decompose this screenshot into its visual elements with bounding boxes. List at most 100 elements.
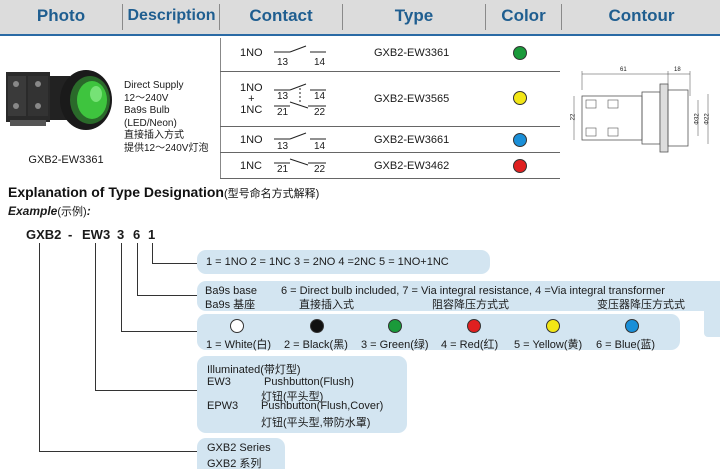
color-swatch-blue xyxy=(625,319,639,333)
example-text: Example xyxy=(8,204,58,218)
nc-contact-symbol xyxy=(274,155,326,175)
header-divider xyxy=(342,4,343,30)
leader-line xyxy=(137,243,138,295)
header-divider xyxy=(561,4,562,30)
leader-line xyxy=(137,295,197,296)
header-color: Color xyxy=(501,6,546,25)
color-swatch-black xyxy=(310,319,324,333)
contour-drawing: 61 18 22 Φ32 Φ22 xyxy=(568,66,718,166)
row-divider xyxy=(220,178,560,179)
row-divider xyxy=(220,152,560,153)
leader-line xyxy=(121,331,197,332)
code-dash: - xyxy=(68,227,73,242)
terminal-number: 22 xyxy=(314,107,326,118)
contact-label: 1NC xyxy=(240,160,263,172)
example-colon: : xyxy=(86,204,91,218)
header-underline xyxy=(0,34,720,36)
terminal-number: 21 xyxy=(277,107,289,118)
table-left-border xyxy=(220,38,221,178)
header-type: Type xyxy=(394,6,434,25)
base-code-box xyxy=(197,281,720,311)
designation-title-cn: (型号命名方式解释) xyxy=(223,188,320,200)
base-code-line1b: 6 = Direct bulb included, 7 = Via integr… xyxy=(281,285,665,297)
example-label: Example(示例): xyxy=(8,203,91,219)
base-code-line2a: Ba9s 基座 xyxy=(205,299,256,311)
leader-line xyxy=(152,263,197,264)
color-dot-red xyxy=(513,159,527,173)
leader-line xyxy=(95,390,197,391)
header-divider xyxy=(122,4,123,30)
code-part-series: GXB2 xyxy=(26,227,62,242)
series-code-box xyxy=(197,438,285,469)
description-line: Ba9s Bulb xyxy=(124,105,170,116)
leader-line xyxy=(39,243,40,451)
designation-title-text: Explanation of Type Designation xyxy=(8,184,224,200)
header-description: Description xyxy=(127,7,216,24)
terminal-number: 22 xyxy=(314,164,326,175)
example-cn: (示例) xyxy=(57,206,87,218)
terminal-number: 14 xyxy=(314,57,326,68)
illuminated-desc-epw3-cn: 灯钮(平头型,带防水罩) xyxy=(261,417,371,429)
leader-line xyxy=(39,451,197,452)
leader-line xyxy=(121,243,122,331)
color-swatch-yellow xyxy=(546,319,560,333)
designation-title: Explanation of Type Designation(型号命名方式解释… xyxy=(8,184,319,201)
dimension-label: Φ32 xyxy=(694,113,701,125)
dimension-label: 22 xyxy=(570,113,577,121)
illuminated-desc-ew3-cn: 灯钮(平头型) xyxy=(261,391,324,403)
color-code-label: 5 = Yellow(黄) xyxy=(514,339,583,351)
terminal-number: 21 xyxy=(277,164,289,175)
color-swatch-red xyxy=(467,319,481,333)
contact-code-text: 1 = 1NO 2 = 1NC 3 = 2NO 4 =2NC 5 = 1NO+1… xyxy=(206,256,449,268)
row-divider xyxy=(220,71,560,72)
color-dot-blue xyxy=(513,133,527,147)
series-name: GXB2 Series xyxy=(207,442,271,454)
color-code-label: 3 = Green(绿) xyxy=(361,339,429,351)
header-divider xyxy=(219,4,220,30)
description-line: 12～240V xyxy=(124,92,169,104)
dimension-label: Φ22 xyxy=(704,113,711,125)
contact-label-line: + xyxy=(248,93,255,105)
dimension-label: 61 xyxy=(620,67,627,73)
table-header: Photo Description Contact Type Color Con… xyxy=(0,0,720,34)
base-code-line1a: Ba9s base xyxy=(205,285,257,297)
no-contact-symbol xyxy=(274,131,326,151)
leader-line xyxy=(152,243,153,263)
contact-label: 1NO xyxy=(240,47,263,59)
color-code-label: 4 = Red(红) xyxy=(441,339,499,351)
illuminated-desc-epw3: Pushbutton(Flush,Cover) xyxy=(261,400,384,412)
illuminated-title: Illuminated(带灯型) xyxy=(207,364,301,376)
no-contact-symbol xyxy=(274,44,326,64)
no-nc-contact-symbol xyxy=(274,82,326,116)
contact-code-box xyxy=(197,250,490,274)
code-part-base: 6 xyxy=(133,227,141,242)
code-part-illuminated: EW3 xyxy=(82,227,111,242)
terminal-number: 13 xyxy=(277,141,289,152)
color-swatch-green xyxy=(388,319,402,333)
illuminated-code-epw3: EPW3 xyxy=(207,400,239,412)
description-line: (LED/Neon) xyxy=(124,117,177,129)
contact-label: 1NO + 1NC xyxy=(240,83,263,116)
type-code: GXB2-EW3361 xyxy=(374,47,450,59)
description-block: Direct Supply 12～240V Ba9s Bulb (LED/Neo… xyxy=(124,80,220,155)
description-line: 直接插入方式 xyxy=(124,130,184,141)
code-part-contact: 1 xyxy=(148,227,156,242)
terminal-number: 14 xyxy=(314,141,326,152)
color-dot-green xyxy=(513,46,527,60)
type-code: GXB2-EW3661 xyxy=(374,134,450,146)
type-code: GXB2-EW3462 xyxy=(374,160,450,172)
header-contour: Contour xyxy=(608,6,675,25)
row-divider xyxy=(220,126,560,127)
color-code-label: 1 = White(白) xyxy=(206,339,272,351)
type-code: GXB2-EW3565 xyxy=(374,93,450,105)
photo-caption: GXB2-EW3361 xyxy=(28,154,104,166)
product-photo xyxy=(4,62,116,144)
color-code-label: 2 = Black(黑) xyxy=(284,339,348,351)
color-code-label: 6 = Blue(蓝) xyxy=(596,339,655,351)
illuminated-code-ew3: EW3 xyxy=(207,376,231,388)
base-code-line2b: 直接插入式 xyxy=(299,299,354,311)
header-divider xyxy=(485,4,486,30)
leader-line xyxy=(95,243,96,390)
header-contact: Contact xyxy=(249,6,313,25)
contact-label-line: 1NO xyxy=(240,82,263,94)
